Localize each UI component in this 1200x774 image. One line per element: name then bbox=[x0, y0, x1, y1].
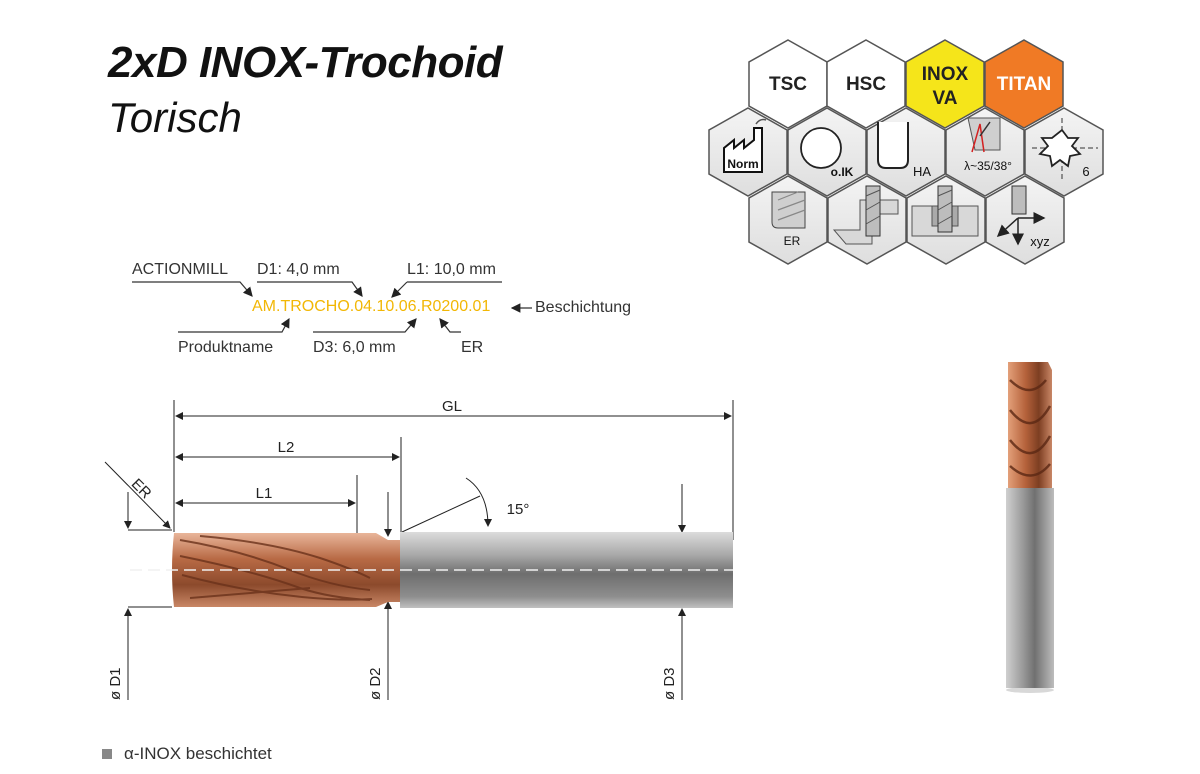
slot-milling-icon bbox=[911, 185, 979, 237]
svg-text:ER: ER bbox=[128, 475, 155, 502]
corner-radius-er-icon bbox=[771, 191, 806, 229]
circle-internal-coolant-icon bbox=[800, 127, 842, 169]
svg-text:ø D3: ø D3 bbox=[661, 667, 678, 700]
badge-o-ik: o.IK bbox=[787, 107, 867, 197]
badge-inox-va: INOX VA bbox=[905, 39, 985, 129]
badge-er: ER bbox=[748, 175, 828, 265]
badge-xyz: xyz bbox=[985, 175, 1065, 265]
badge-norm: Norm bbox=[708, 107, 788, 197]
svg-text:Norm: Norm bbox=[727, 157, 758, 171]
d3-label: D3: 6,0 mm bbox=[313, 339, 396, 356]
svg-text:TITAN: TITAN bbox=[997, 74, 1052, 95]
d1-label: D1: 4,0 mm bbox=[257, 261, 340, 278]
svg-text:o.IK: o.IK bbox=[831, 165, 854, 179]
coating-label: Beschichtung bbox=[535, 299, 632, 316]
badge-titan: TITAN bbox=[984, 39, 1064, 129]
tool-side-view bbox=[130, 532, 733, 608]
helix-angle-icon bbox=[967, 117, 1001, 153]
svg-text:VA: VA bbox=[933, 88, 958, 109]
badge-hsc: HSC bbox=[826, 39, 906, 129]
side-milling-icon bbox=[832, 185, 899, 245]
shank-ha-icon bbox=[877, 122, 909, 169]
badge-flutes: 6 bbox=[1024, 107, 1104, 197]
svg-text:λ~35/38°: λ~35/38° bbox=[964, 159, 1012, 173]
svg-text:ø D1: ø D1 bbox=[107, 667, 124, 700]
factory-norm-icon: Norm bbox=[723, 118, 767, 173]
svg-text:GL: GL bbox=[442, 398, 462, 415]
svg-text:ø D2: ø D2 bbox=[367, 667, 384, 700]
brand-label: ACTIONMILL bbox=[132, 261, 229, 278]
legend-text: α-INOX beschichtet bbox=[124, 744, 272, 763]
svg-text:15°: 15° bbox=[507, 501, 530, 518]
flutes-cross-section-icon bbox=[1032, 118, 1098, 180]
legend-swatch bbox=[102, 749, 112, 759]
tool-photo bbox=[1006, 362, 1054, 693]
l1-label: L1: 10,0 mm bbox=[407, 261, 496, 278]
svg-text:L1: L1 bbox=[256, 485, 273, 502]
svg-text:xyz: xyz bbox=[1030, 234, 1050, 249]
er-label: ER bbox=[461, 339, 484, 356]
designation-code: AM.TROCHO.04.10.06.R0200.01 bbox=[252, 298, 491, 315]
svg-text:HA: HA bbox=[913, 164, 931, 179]
page-subtitle: Torisch bbox=[108, 94, 242, 141]
badge-tsc: TSC bbox=[748, 39, 828, 129]
svg-text:INOX: INOX bbox=[922, 64, 969, 85]
badge-helix: λ~35/38° bbox=[945, 107, 1025, 197]
page-title: 2xD INOX-Trochoid bbox=[108, 38, 503, 87]
coating-legend: α-INOX beschichtet bbox=[102, 744, 272, 764]
svg-text:HSC: HSC bbox=[846, 74, 886, 95]
svg-text:TSC: TSC bbox=[769, 74, 807, 95]
svg-text:L2: L2 bbox=[278, 439, 295, 456]
product-label: Produktname bbox=[178, 339, 274, 356]
badge-slot-milling bbox=[906, 175, 986, 265]
svg-text:ER: ER bbox=[784, 234, 801, 248]
badge-ha: HA bbox=[866, 107, 946, 197]
xyz-milling-icon bbox=[996, 185, 1046, 246]
svg-text:6: 6 bbox=[1082, 164, 1089, 179]
badge-side-milling bbox=[827, 175, 907, 265]
